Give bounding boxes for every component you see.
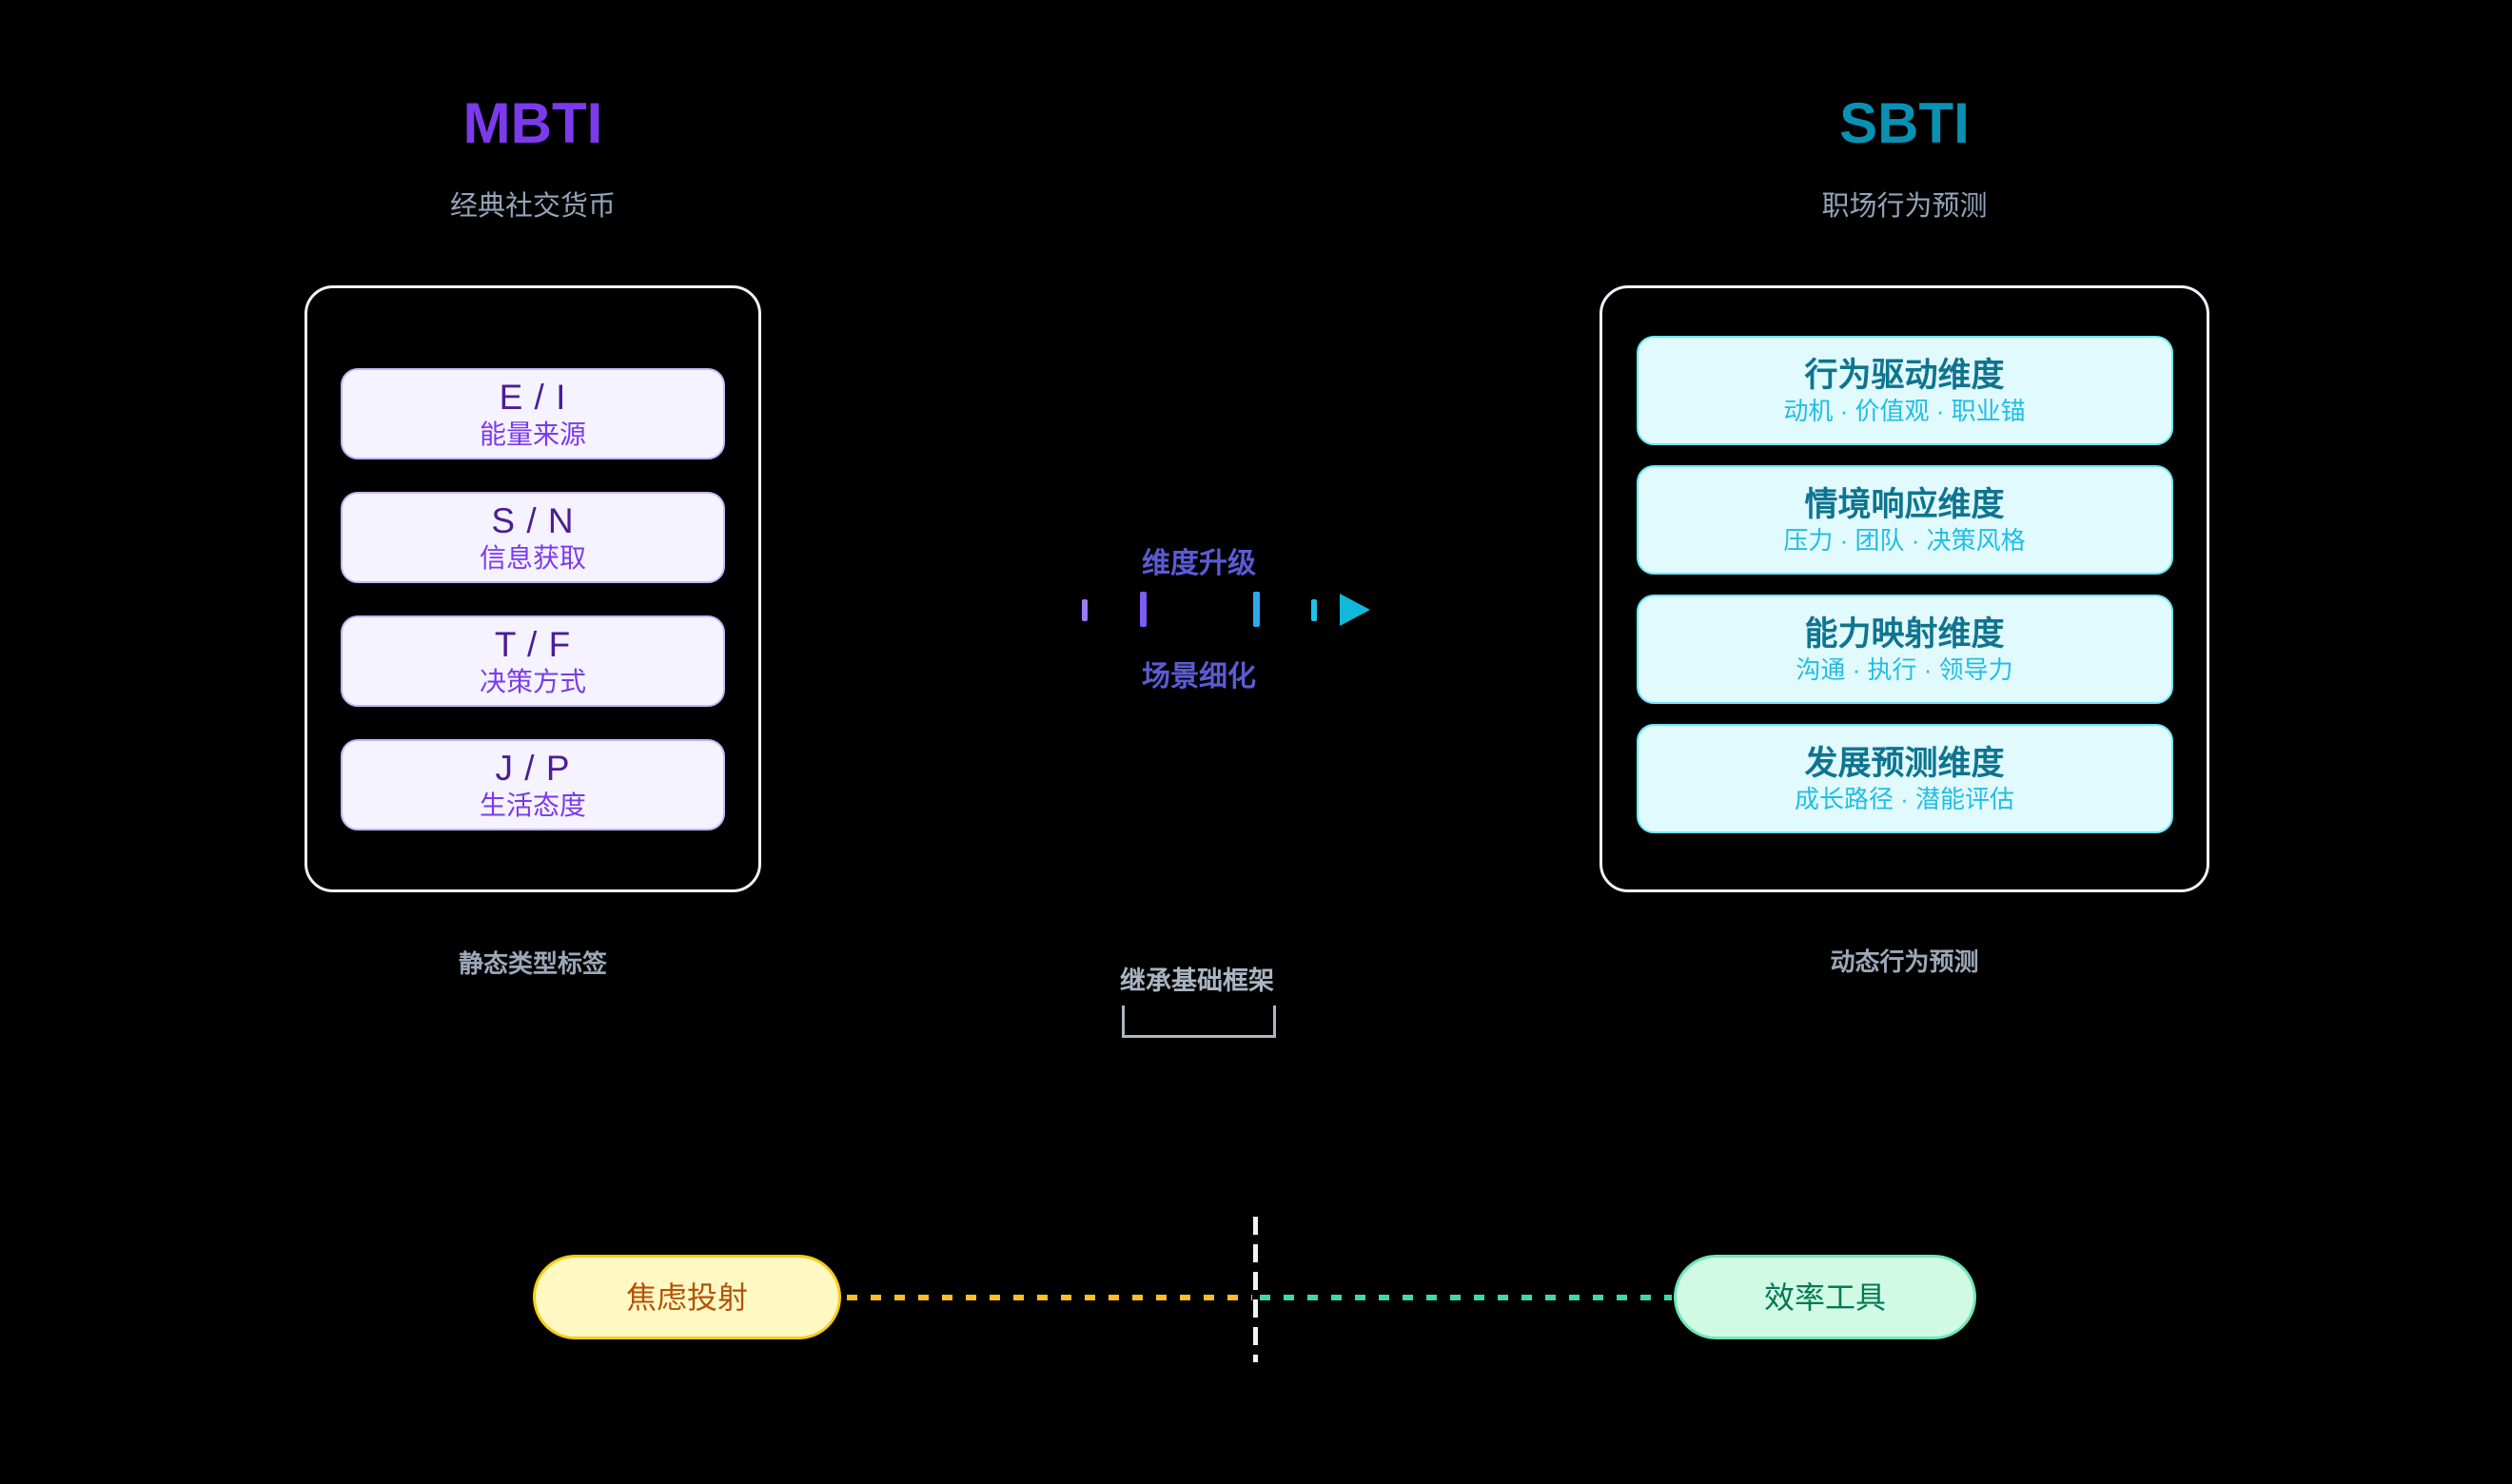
anxiety-dotted-line bbox=[847, 1295, 1252, 1300]
sbti-title: SBTI bbox=[1839, 91, 1970, 155]
transition-top-label: 维度升级 bbox=[1142, 548, 1256, 579]
efficiency-dotted-line bbox=[1260, 1295, 1672, 1300]
mbti-card-desc: 信息获取 bbox=[479, 543, 586, 573]
sbti-panel: 行为驱动维度 动机 · 价值观 · 职业锚 情境响应维度 压力 · 团队 · 决… bbox=[1599, 285, 2209, 892]
mbti-panel: E / I 能量来源 S / N 信息获取 T / F 决策方式 J / P 生… bbox=[304, 285, 761, 892]
arrow-dash bbox=[1311, 599, 1317, 621]
sbti-subtitle: 职场行为预测 bbox=[1821, 191, 1988, 222]
divider-dashed-line bbox=[1253, 1217, 1258, 1362]
sbti-card-label: 情境响应维度 bbox=[1804, 485, 2005, 523]
sbti-card-drive: 行为驱动维度 动机 · 价值观 · 职业锚 bbox=[1636, 336, 2173, 445]
arrow-dash bbox=[1082, 599, 1088, 621]
transition-bottom-label: 场景细化 bbox=[1142, 661, 1256, 693]
mbti-card-label: S / N bbox=[491, 501, 575, 540]
efficiency-pill: 效率工具 bbox=[1674, 1255, 1976, 1339]
sbti-card-label: 行为驱动维度 bbox=[1804, 356, 2005, 394]
bridge-label: 继承基础框架 bbox=[1120, 967, 1274, 995]
mbti-card-label: T / F bbox=[494, 625, 572, 664]
mbti-card-label: J / P bbox=[495, 749, 571, 788]
sbti-card-desc: 动机 · 价值观 · 职业锚 bbox=[1783, 396, 2026, 425]
sbti-card-label: 能力映射维度 bbox=[1804, 615, 2005, 653]
mbti-footer-label: 静态类型标签 bbox=[458, 949, 607, 978]
mbti-subtitle: 经典社交货币 bbox=[449, 191, 616, 222]
arrow-dash bbox=[1253, 592, 1260, 627]
sbti-footer-label: 动态行为预测 bbox=[1830, 947, 1979, 976]
mbti-card-jp: J / P 生活态度 bbox=[341, 739, 725, 830]
sbti-card-desc: 压力 · 团队 · 决策风格 bbox=[1783, 525, 2026, 555]
sbti-card-development: 发展预测维度 成长路径 · 潜能评估 bbox=[1636, 724, 2173, 833]
mbti-card-desc: 能量来源 bbox=[479, 420, 586, 449]
sbti-card-label: 发展预测维度 bbox=[1804, 744, 2005, 782]
efficiency-pill-label: 效率工具 bbox=[1763, 1279, 1886, 1315]
sbti-card-capability: 能力映射维度 沟通 · 执行 · 领导力 bbox=[1636, 595, 2173, 704]
arrow-dash bbox=[1140, 592, 1147, 627]
sbti-card-desc: 成长路径 · 潜能评估 bbox=[1794, 784, 2015, 813]
mbti-card-desc: 决策方式 bbox=[479, 667, 586, 696]
mbti-card-label: E / I bbox=[499, 378, 567, 417]
mbti-card-sn: S / N 信息获取 bbox=[341, 492, 725, 583]
anxiety-pill: 焦虑投射 bbox=[533, 1255, 841, 1339]
anxiety-pill-label: 焦虑投射 bbox=[625, 1279, 748, 1315]
bridge-bracket bbox=[1122, 1006, 1276, 1038]
sbti-card-context: 情境响应维度 压力 · 团队 · 决策风格 bbox=[1636, 465, 2173, 575]
mbti-card-tf: T / F 决策方式 bbox=[341, 615, 725, 707]
mbti-card-desc: 生活态度 bbox=[479, 791, 586, 820]
sbti-card-desc: 沟通 · 执行 · 领导力 bbox=[1796, 654, 2013, 684]
mbti-card-ei: E / I 能量来源 bbox=[341, 368, 725, 459]
mbti-title: MBTI bbox=[462, 91, 603, 155]
arrow-head-icon bbox=[1340, 594, 1370, 626]
